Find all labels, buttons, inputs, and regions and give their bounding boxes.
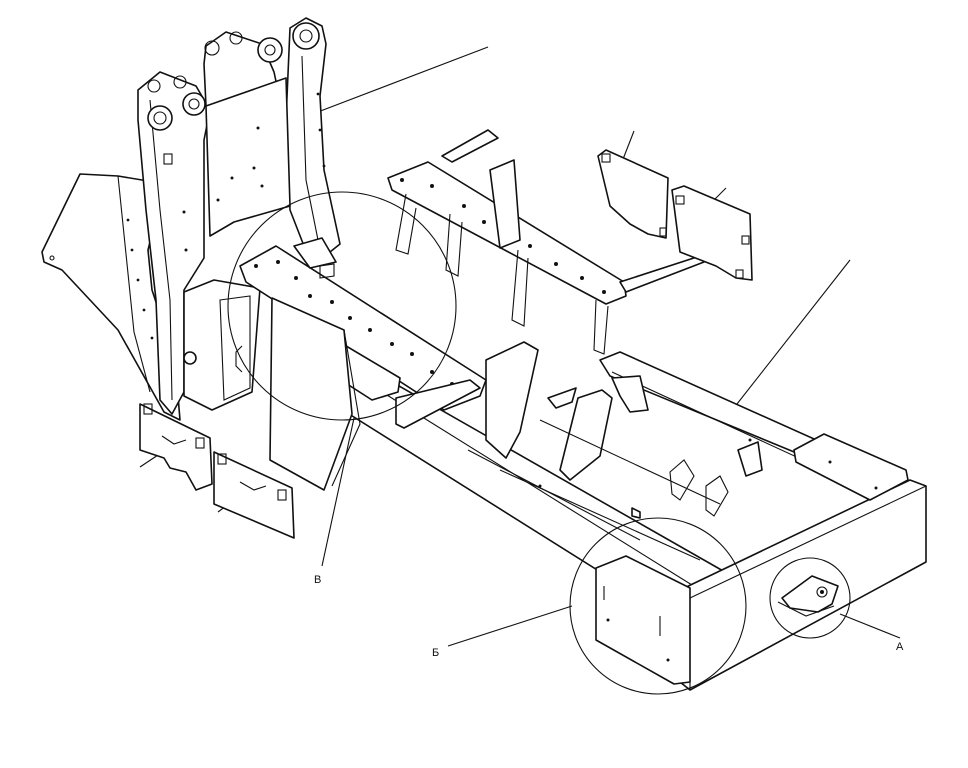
detail-circle-a [769,557,851,639]
detail-a-bracket [777,575,839,617]
callout-label-v: В [314,574,321,586]
leader-v [321,417,355,567]
front-deck-plate [239,237,487,491]
leader-b [447,605,573,647]
detail-b-box [595,555,691,685]
callout-label-a: А [896,641,904,653]
panel-left-lower-2 [213,451,295,539]
callout-label-b: Б [432,647,439,659]
leader-line-top [309,46,489,116]
panel-left-lower-1 [139,403,213,491]
panel-top-right-1 [597,149,669,239]
detail-circle-b [569,517,747,695]
leader-line-right-frame [725,259,851,419]
leader-line-left-plate-1 [139,454,159,468]
leader-a [839,613,901,639]
panel-top-right-2 [671,185,753,281]
upper-crossbeam [387,129,705,355]
detail-circle-v [227,191,457,421]
